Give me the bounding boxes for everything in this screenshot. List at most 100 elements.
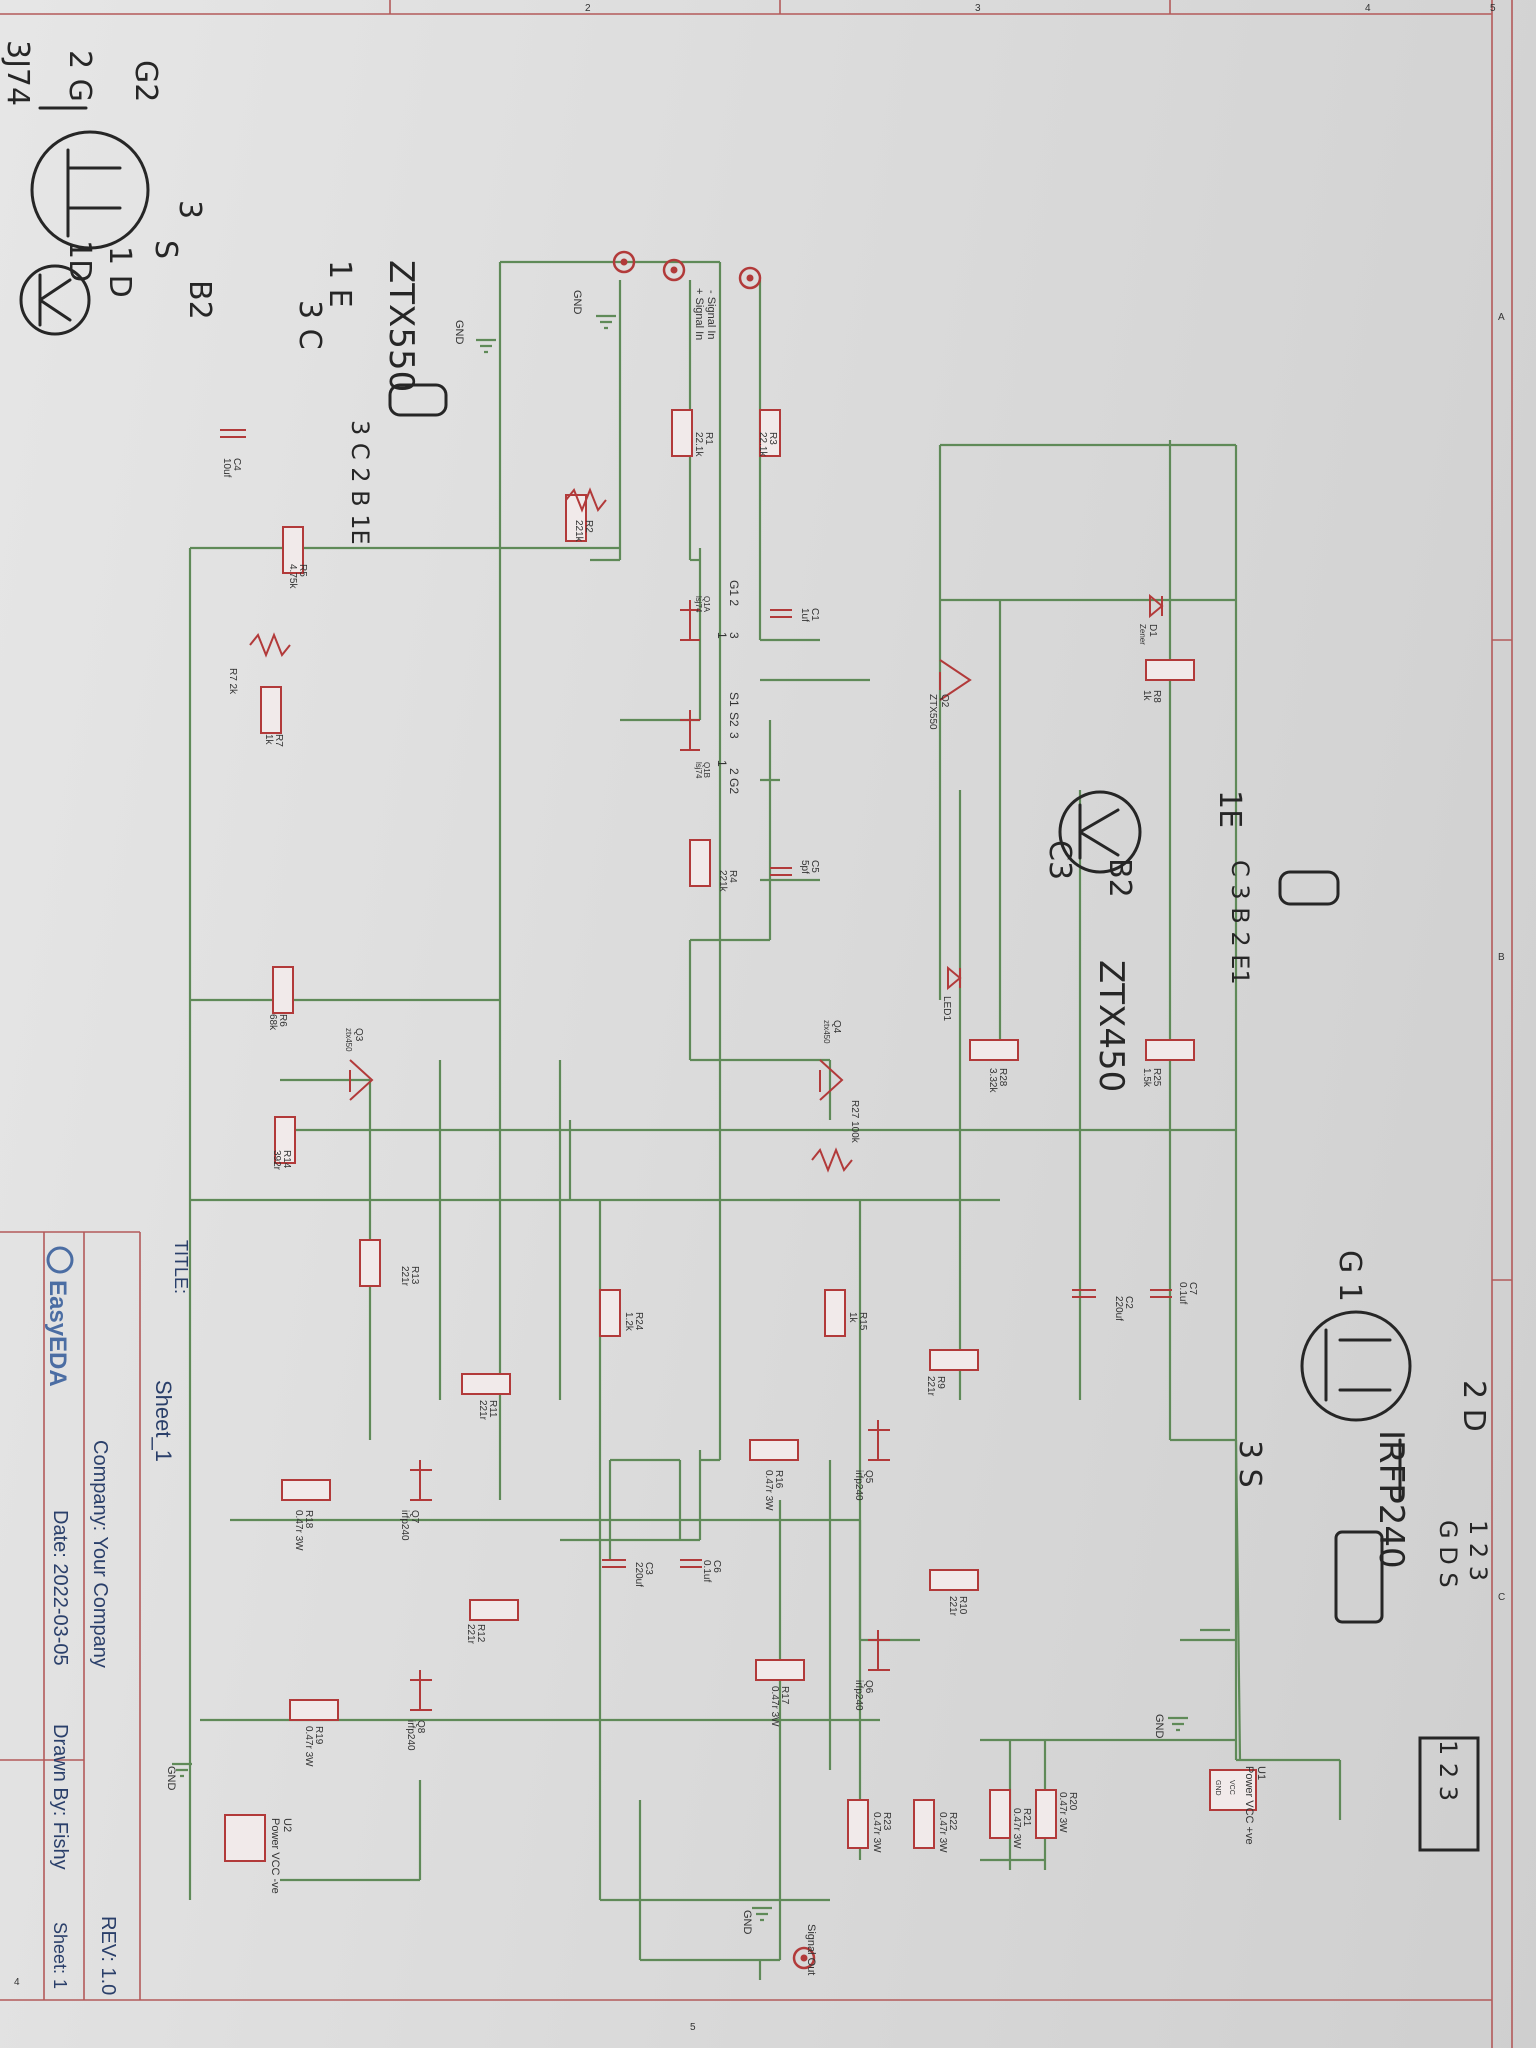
jfet-sketch-symbol (38, 106, 122, 238)
resistor-r4 (689, 839, 711, 887)
resistor-r16 (749, 1439, 799, 1461)
ref-r23: R23 (881, 1812, 892, 1831)
frame-marker-top-4: 4 (1365, 3, 1371, 14)
ref-r9: R9 (935, 1376, 946, 1389)
hw-jfet-type: 3J74 (0, 40, 35, 106)
hw-ztx550-title: ZTX550 (381, 260, 421, 392)
ref-q3: Q3 (353, 1028, 364, 1042)
component-label: D1 Zener (1138, 624, 1158, 645)
ref-r12: R12 (475, 1624, 486, 1643)
component-label: C1 1uf (799, 608, 820, 622)
resistor-r23 (847, 1799, 869, 1849)
component-label: C2 220uf (1113, 1296, 1134, 1321)
trimmer-r7-2k (249, 632, 291, 658)
u1-box (1209, 1769, 1257, 1811)
component-label: R1 22.1k (693, 432, 714, 457)
hw-irfp240-d: 2 D (1456, 1380, 1491, 1432)
ztx550-sketch-symbol (38, 273, 72, 327)
ref-d1: D1 (1147, 624, 1158, 637)
val-r14: 392r (271, 1150, 282, 1171)
ref-r22: R22 (947, 1812, 958, 1831)
component-label: Q4 ztx450 (822, 1020, 842, 1044)
ref-r8: R8 (1151, 690, 1162, 703)
resistor-r12 (469, 1599, 519, 1621)
component-label: R18 0.47r 3W (293, 1510, 314, 1551)
ref-r1: R1 (703, 432, 714, 445)
ref-c4: C4 (231, 458, 242, 471)
hw-jfet-1d-top: 1D (62, 240, 97, 282)
frame-marker-right-c: C (1498, 1592, 1505, 1603)
component-label: R7 2k (227, 668, 238, 695)
ref-c3: C3 (643, 1562, 654, 1575)
date: Date: 2022-03-05 (49, 1510, 71, 1666)
component-label: R11 221r (477, 1400, 498, 1421)
signal-in-minus-terminal[interactable] (738, 266, 762, 290)
gnd-terminal[interactable] (612, 250, 636, 274)
resistor-r11 (461, 1373, 511, 1395)
component-label: R19 0.47r 3W (303, 1726, 324, 1767)
ref-r3: R3 (767, 432, 778, 445)
ztx450-sketch-circle (1058, 790, 1142, 874)
ref-r11: R11 (487, 1400, 498, 1418)
frame-marker-bottom-4: 4 (14, 1977, 20, 1988)
title-block: TITLE: Sheet_1 Company: Your Company REV… (0, 1231, 191, 2000)
resistor-r8 (1145, 659, 1195, 681)
resistor-r13 (359, 1239, 381, 1287)
capacitors (220, 429, 1172, 1568)
val-c2: 220uf (1113, 1296, 1124, 1321)
val-c5: 5pf (799, 860, 810, 874)
component-label: R10 221r (947, 1596, 968, 1617)
component-bodies (224, 409, 1257, 1862)
component-label: R5 4.75k (287, 564, 308, 589)
wires (188, 260, 1342, 1980)
label-u2: U2 (281, 1818, 293, 1832)
ref-r27: R27 100k (849, 1100, 860, 1144)
ztx550-sketch-circle (19, 264, 91, 336)
component-label: R15 1k (847, 1312, 868, 1331)
hw-ztx450-e: 1E (1212, 790, 1247, 828)
hw-irfp240-nums: 1 2 3 (1464, 1520, 1492, 1581)
signal-in-plus-terminal[interactable] (662, 258, 686, 282)
signal-out-terminal[interactable] (792, 1946, 816, 1970)
resistor-r5 (282, 526, 304, 574)
hw-ztx550-c: 3 C (292, 300, 327, 350)
ref-r28: R28 (997, 1068, 1008, 1087)
val-r19: 0.47r 3W (303, 1726, 314, 1767)
resistor-r22 (913, 1799, 935, 1849)
mosfet-q6 (868, 1630, 890, 1671)
pin-q1b-3: 3 (727, 732, 741, 739)
val-q3: ztx450 (344, 1028, 353, 1052)
ref-q1b: Q1B (702, 762, 711, 778)
val-c3: 220uf (633, 1562, 644, 1587)
ref-q1a: Q1A (702, 596, 711, 613)
zener-d1 (1149, 593, 1164, 619)
hw-irfp240-pins: G D S (1434, 1520, 1462, 1588)
hw-jfet-2g: 2 G (62, 50, 97, 102)
connectors (172, 250, 1188, 1970)
hw-ztx450-pins: C 3 B 2 E1 (1226, 860, 1254, 985)
resistor-r1 (671, 409, 693, 457)
pin-q1b-g2: 2 G2 (727, 768, 741, 794)
ref-q7: Q7 (409, 1510, 420, 1524)
component-label: Q6 irfp240 (853, 1680, 874, 1711)
val-r28: 3.32k (987, 1068, 998, 1093)
revision: REV: 1.0 (97, 1916, 119, 1995)
irfp240-sketch-symbol (1324, 1328, 1402, 1502)
component-label: C3 220uf (633, 1562, 654, 1587)
val-c7: 0.1uf (1177, 1282, 1188, 1304)
val-q6: irfp240 (853, 1680, 864, 1711)
val-q8: irfp240 (405, 1720, 416, 1751)
val-r10: 221r (947, 1596, 958, 1617)
pin-q1a-3: 3 (727, 632, 741, 639)
gnd-terminal-dot (620, 258, 628, 266)
hw-ztx450-title: ZTX450 (1091, 960, 1131, 1092)
val-r13: 221r (399, 1266, 410, 1287)
val-r16: 0.47r 3W (763, 1470, 774, 1511)
resistor-r28 (969, 1039, 1019, 1061)
val-r5: 4.75k (287, 564, 298, 589)
jfet-q1b (680, 710, 700, 751)
component-label: R20 0.47r 3W (1057, 1792, 1078, 1833)
resistor-r14 (274, 1116, 296, 1164)
component-label: Q5 irfp240 (853, 1470, 874, 1501)
